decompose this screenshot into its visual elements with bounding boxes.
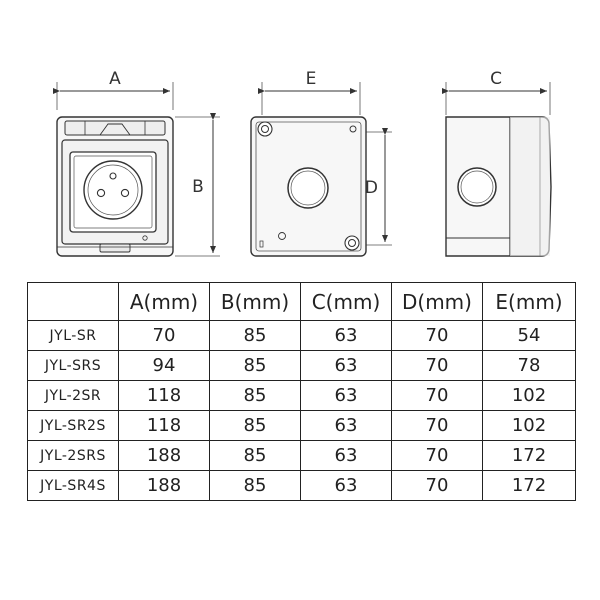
model-cell: JYL-SR4S: [27, 470, 119, 501]
header-cell: [27, 282, 119, 321]
table-row: JYL-2SRS 188 85 63 70 172: [27, 440, 576, 471]
dim-a-label: A: [109, 69, 121, 89]
value-cell: 85: [209, 410, 301, 441]
value-cell: 70: [391, 380, 483, 411]
side-view: C: [442, 69, 552, 257]
value-cell: 63: [300, 470, 392, 501]
value-cell: 85: [209, 470, 301, 501]
model-cell: JYL-2SR: [27, 380, 119, 411]
dim-d-label: D: [365, 178, 378, 198]
technical-drawing: A B E: [53, 69, 552, 257]
front-view: A B: [53, 69, 220, 257]
value-cell: 70: [391, 470, 483, 501]
value-cell: 85: [209, 320, 301, 351]
value-cell: 63: [300, 440, 392, 471]
value-cell: 94: [118, 350, 210, 381]
value-cell: 70: [391, 350, 483, 381]
value-cell: 172: [482, 440, 576, 471]
value-cell: 85: [209, 380, 301, 411]
value-cell: 63: [300, 320, 392, 351]
dim-b-label: B: [192, 177, 204, 197]
value-cell: 70: [391, 410, 483, 441]
value-cell: 118: [118, 380, 210, 411]
socket-face: [83, 160, 143, 220]
side-cable-entry-icon: [457, 167, 497, 207]
dim-e-label: E: [306, 69, 317, 89]
earth-pin-icon: [109, 172, 117, 180]
value-cell: 63: [300, 410, 392, 441]
table-row: JYL-SR2S 118 85 63 70 102: [27, 410, 576, 441]
value-cell: 63: [300, 350, 392, 381]
dimension-table: A(mm) B(mm) C(mm) D(mm) E(mm) JYL-SR 70 …: [27, 282, 576, 501]
value-cell: 118: [118, 410, 210, 441]
model-cell: JYL-SRS: [27, 350, 119, 381]
header-cell: E(mm): [482, 282, 576, 321]
back-view: E D: [250, 69, 392, 257]
value-cell: 85: [209, 350, 301, 381]
mount-hole-bottom-right-icon: [344, 235, 360, 251]
model-cell: JYL-2SRS: [27, 440, 119, 471]
mount-hole-top-left-icon: [257, 121, 273, 137]
value-cell: 63: [300, 380, 392, 411]
dim-c-label: C: [490, 69, 502, 89]
small-hole-icon: [278, 232, 286, 240]
value-cell: 188: [118, 440, 210, 471]
value-cell: 78: [482, 350, 576, 381]
value-cell: 54: [482, 320, 576, 351]
latch: [99, 243, 131, 253]
screw-icon: [142, 235, 148, 241]
table-row: JYL-SRS 94 85 63 70 78: [27, 350, 576, 381]
table-header-row: A(mm) B(mm) C(mm) D(mm) E(mm): [27, 282, 576, 321]
hinge-strip: [64, 120, 166, 136]
value-cell: 70: [391, 320, 483, 351]
value-cell: 172: [482, 470, 576, 501]
value-cell: 102: [482, 380, 576, 411]
header-cell: C(mm): [300, 282, 392, 321]
value-cell: 85: [209, 440, 301, 471]
small-hole-icon: [349, 125, 357, 133]
table-row: JYL-SR4S 188 85 63 70 172: [27, 470, 576, 501]
value-cell: 188: [118, 470, 210, 501]
model-cell: JYL-SR2S: [27, 410, 119, 441]
table-row: JYL-2SR 118 85 63 70 102: [27, 380, 576, 411]
socket-hole-right-icon: [120, 188, 130, 198]
value-cell: 102: [482, 410, 576, 441]
header-cell: D(mm): [391, 282, 483, 321]
cable-entry-icon: [287, 167, 329, 209]
model-cell: JYL-SR: [27, 320, 119, 351]
header-cell: B(mm): [209, 282, 301, 321]
header-cell: A(mm): [118, 282, 210, 321]
table-row: JYL-SR 70 85 63 70 54: [27, 320, 576, 351]
value-cell: 70: [391, 440, 483, 471]
socket-hole-left-icon: [96, 188, 106, 198]
value-cell: 70: [118, 320, 210, 351]
